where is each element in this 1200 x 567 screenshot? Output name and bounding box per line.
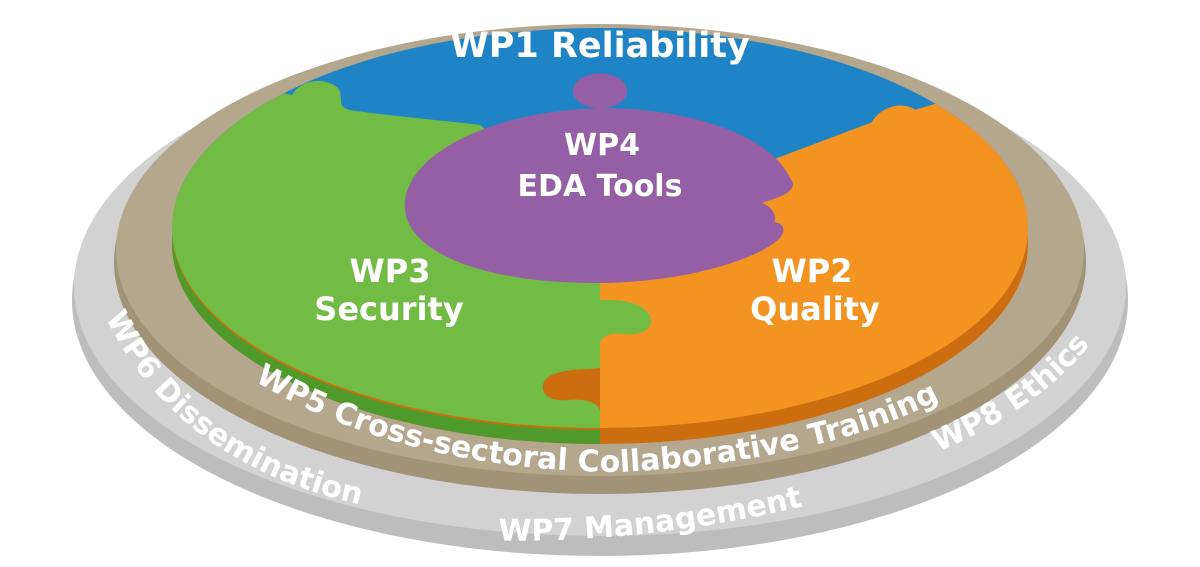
wp4-top-tab [572, 73, 628, 108]
wp1-label: WP1 Reliability [450, 26, 750, 66]
wp3-label-line1: WP3 [349, 252, 430, 290]
wp4-piece [404, 81, 794, 284]
wp4-label-line2: EDA Tools [518, 169, 683, 204]
wp4-label-line1: WP4 [564, 128, 640, 163]
wp2-label-line1: WP2 [771, 252, 852, 290]
wp3-label-line2: Security [314, 290, 464, 328]
wp4-right-tab [718, 199, 776, 237]
wp2-label-line2: Quality [750, 290, 880, 328]
